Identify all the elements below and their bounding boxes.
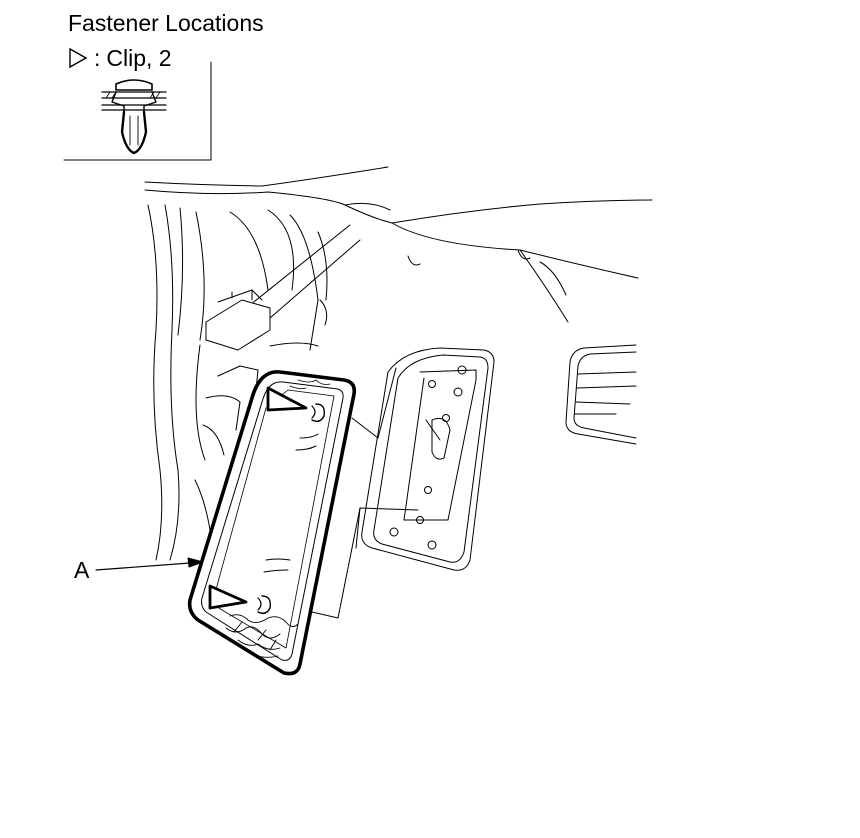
clip-icon (101, 79, 167, 155)
legend-text: Clip, 2 (106, 44, 172, 71)
clip-location-marker-lower (208, 584, 248, 610)
open-triangle-icon (69, 47, 88, 69)
clip-detail-inset (63, 61, 212, 161)
air-vent (565, 344, 637, 445)
mounting-bracket (361, 347, 495, 571)
steering-column (147, 204, 361, 561)
clip-location-marker-upper (266, 386, 308, 412)
part-a-label: A (74, 557, 90, 583)
cover-panel-a (187, 370, 357, 676)
inset-frame (63, 61, 212, 161)
part-a-leader-arrow (95, 557, 204, 571)
fastener-legend: : Clip, 2 (68, 44, 172, 72)
leader-lines (311, 367, 419, 619)
legend-separator: : (94, 44, 101, 71)
diagram-title: Fastener Locations (68, 10, 264, 36)
dashboard-upper-edge (144, 166, 653, 323)
